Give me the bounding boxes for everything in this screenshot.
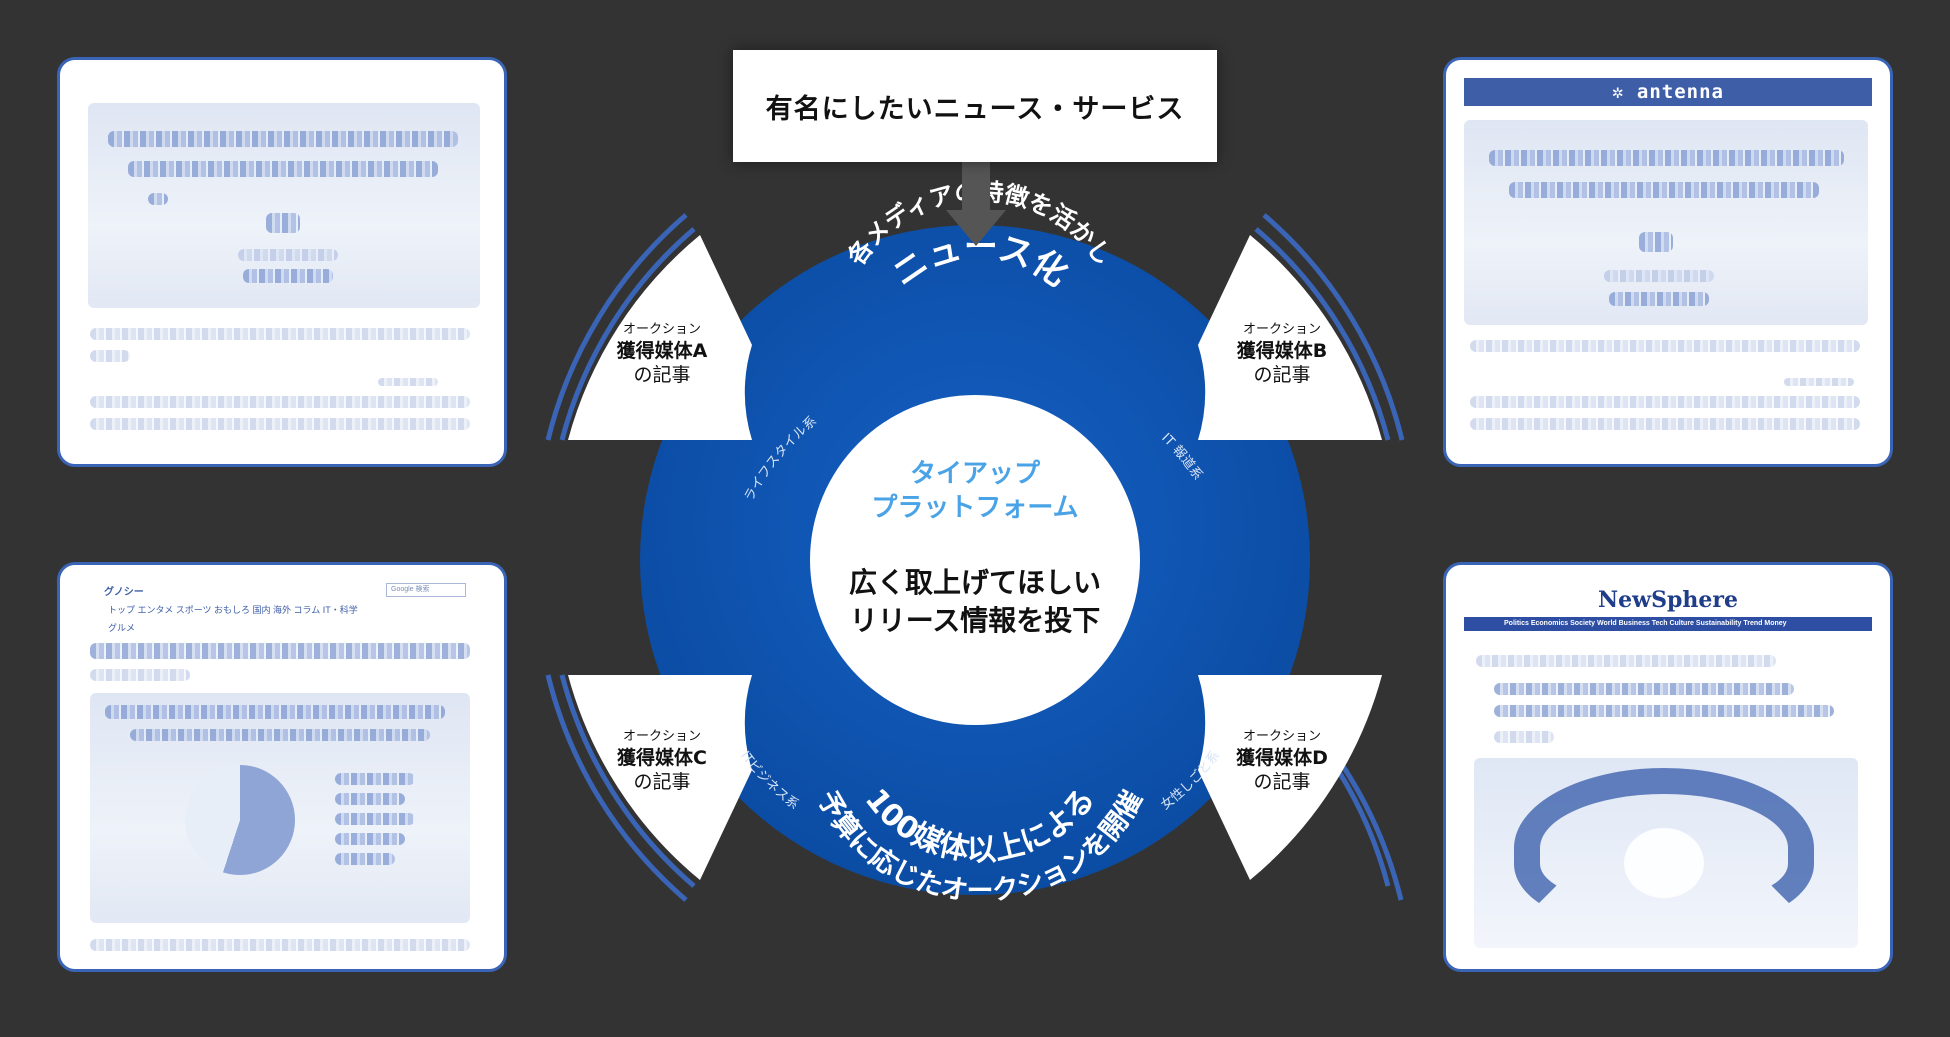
- wedge-c: [568, 675, 752, 880]
- news-service-box: 有名にしたいニュース・サービス: [733, 50, 1217, 162]
- article-photo: [1474, 758, 1858, 948]
- article-card-a[interactable]: [57, 57, 507, 467]
- svg-text:獲得媒体C: 獲得媒体C: [617, 746, 707, 769]
- article-card-c[interactable]: グノシー Google 検索 トップ エンタメ スポーツ おもしろ 国内 海外 …: [57, 562, 507, 972]
- platform-label-2: プラットフォーム: [871, 493, 1078, 523]
- wedge-d-label: オークション 獲得媒体D の記事: [1236, 729, 1328, 793]
- wedge-d: [1198, 675, 1382, 880]
- svg-text:の記事: の記事: [1253, 364, 1310, 386]
- inner-circle: [810, 395, 1140, 725]
- wedge-b-label: オークション 獲得媒体B の記事: [1237, 322, 1327, 386]
- svg-text:の記事: の記事: [633, 771, 690, 793]
- svg-text:オークション: オークション: [1243, 322, 1321, 337]
- gunosy-search-input[interactable]: Google 検索: [386, 583, 466, 597]
- news-service-label: 有名にしたいニュース・サービス: [765, 93, 1185, 125]
- article-hero-image: [88, 103, 480, 308]
- wedge-b: [1198, 235, 1382, 440]
- antenna-logo-icon: ✲: [1612, 81, 1637, 103]
- svg-text:オークション: オークション: [1243, 729, 1321, 744]
- svg-text:獲得媒体A: 獲得媒体A: [617, 339, 708, 362]
- down-arrow-icon: [946, 210, 1006, 246]
- article-card-d[interactable]: NewSphere Politics Economics Society Wor…: [1443, 562, 1893, 972]
- svg-text:の記事: の記事: [633, 364, 690, 386]
- svg-text:の記事: の記事: [1253, 771, 1310, 793]
- article-card-b[interactable]: ✲ antenna: [1443, 57, 1893, 467]
- antenna-logo: antenna: [1636, 81, 1724, 103]
- svg-text:獲得媒体D: 獲得媒体D: [1236, 746, 1328, 769]
- gunosy-nav-row1[interactable]: トップ エンタメ スポーツ おもしろ 国内 海外 コラム IT・科学: [108, 605, 358, 615]
- svg-text:オークション: オークション: [623, 729, 701, 744]
- article-hero-image: [1464, 120, 1868, 325]
- newsphere-nav[interactable]: Politics Economics Society World Busines…: [1464, 617, 1872, 631]
- gunosy-logo: グノシー: [104, 587, 144, 598]
- article-chart-image: [90, 693, 470, 923]
- newsphere-logo: NewSphere: [1598, 587, 1738, 613]
- wedge-a-label: オークション 獲得媒体A の記事: [617, 322, 708, 386]
- gunosy-nav-row2[interactable]: グルメ: [108, 623, 136, 633]
- antenna-header: ✲ antenna: [1464, 78, 1872, 106]
- pie-chart-graphic: [185, 765, 295, 875]
- release-label-1: 広く取上げてほしい: [849, 566, 1101, 599]
- svg-text:獲得媒体B: 獲得媒体B: [1237, 339, 1327, 362]
- platform-label-1: タイアップ: [910, 459, 1041, 489]
- wedge-a: [568, 235, 752, 440]
- svg-text:オークション: オークション: [623, 322, 701, 337]
- release-label-2: リリース情報を投下: [850, 604, 1101, 637]
- wedge-c-label: オークション 獲得媒体C の記事: [617, 729, 707, 793]
